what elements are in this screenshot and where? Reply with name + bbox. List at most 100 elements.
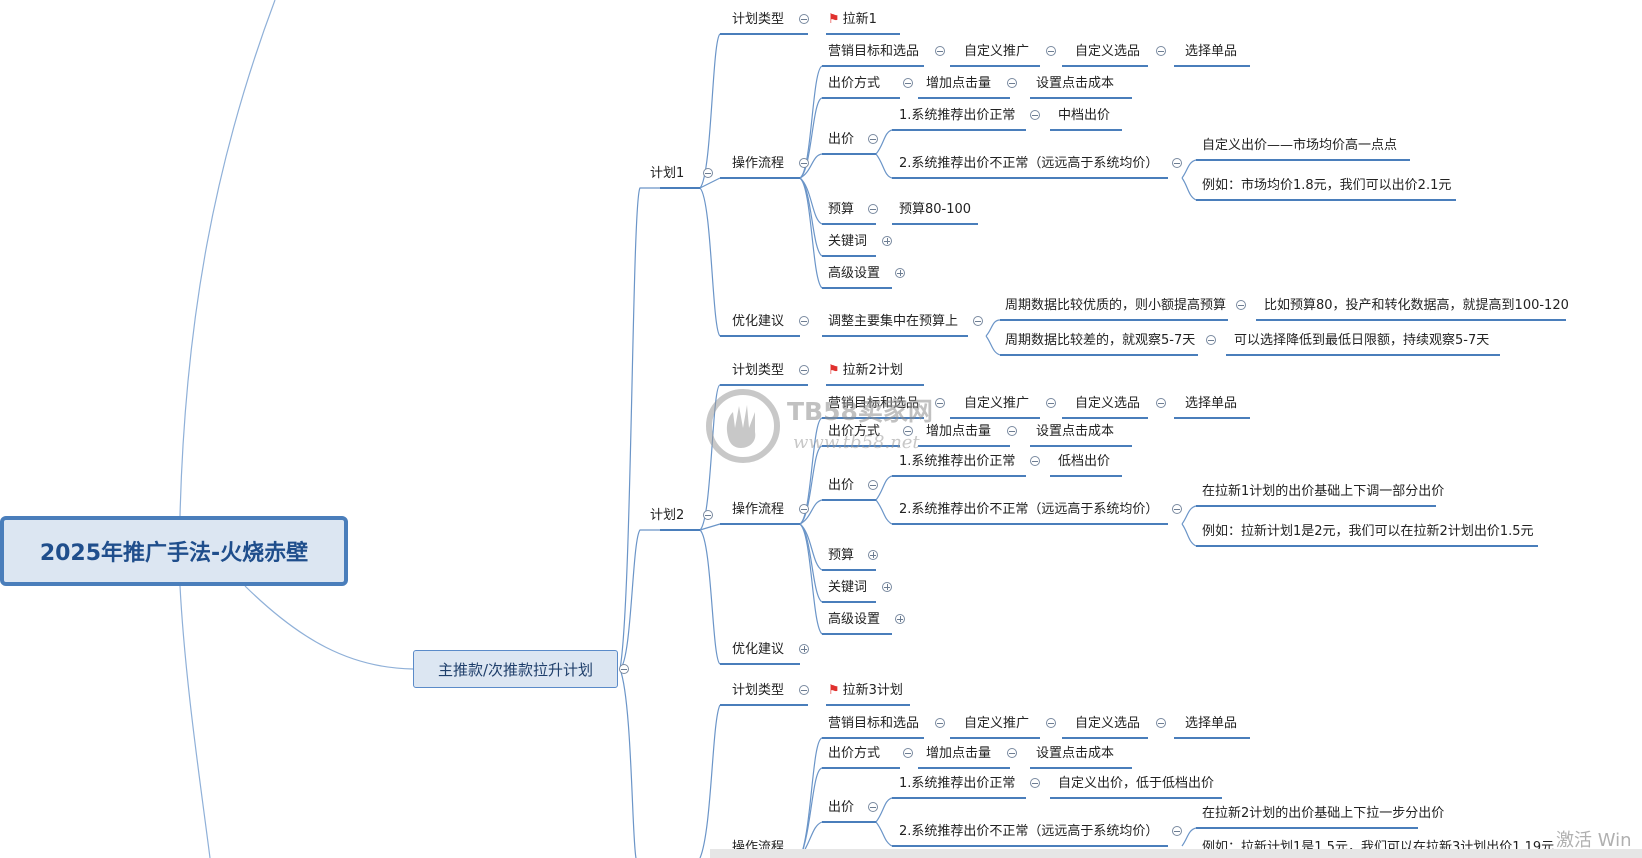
root-topic[interactable]: 2025年推广手法-火烧赤壁 [0, 516, 348, 586]
plan1-abnormal-bid[interactable]: 2.系统推荐出价不正常（远远高于系统均价） [899, 156, 1159, 171]
collapse-toggle-icon[interactable] [799, 316, 809, 326]
plan2-abnormal-bid[interactable]: 2.系统推荐出价不正常（远远高于系统均价） [899, 502, 1159, 517]
plan1-topic[interactable]: 计划1 [650, 166, 685, 181]
plan2-advanced-topic[interactable]: 高级设置 [828, 612, 881, 627]
expand-toggle-icon[interactable] [895, 268, 905, 278]
collapse-toggle-icon[interactable] [868, 204, 878, 214]
plan1-bid-click[interactable]: 增加点击量 [926, 76, 992, 91]
plan1-keyword-topic[interactable]: 关键词 [828, 234, 868, 249]
collapse-toggle-icon[interactable] [1236, 300, 1246, 310]
plan3-set-click-cost[interactable]: 设置点击成本 [1036, 746, 1115, 761]
collapse-toggle-icon[interactable] [1172, 826, 1182, 836]
plan1-type-topic[interactable]: 计划类型 [732, 12, 785, 27]
plan1-type-value[interactable]: ⚑拉新1 [826, 12, 879, 28]
collapse-toggle-icon[interactable] [1007, 748, 1017, 758]
collapse-toggle-icon[interactable] [903, 426, 913, 436]
plan2-set-click-cost[interactable]: 设置点击成本 [1036, 424, 1115, 439]
collapse-toggle-icon[interactable] [1156, 398, 1166, 408]
expand-toggle-icon[interactable] [868, 550, 878, 560]
plan2-budget-topic[interactable]: 预算 [828, 548, 855, 563]
plan2-marketing-topic[interactable]: 营销目标和选品 [828, 396, 920, 411]
plan3-custom-promo[interactable]: 自定义推广 [964, 716, 1030, 731]
collapse-toggle-icon[interactable] [1030, 778, 1040, 788]
collapse-toggle-icon[interactable] [703, 168, 713, 178]
plan2-custom-pick[interactable]: 自定义选品 [1075, 396, 1141, 411]
plan1-set-click-cost[interactable]: 设置点击成本 [1036, 76, 1115, 91]
collapse-toggle-icon[interactable] [935, 718, 945, 728]
collapse-toggle-icon[interactable] [799, 504, 809, 514]
collapse-toggle-icon[interactable] [868, 480, 878, 490]
plan1-bad-data[interactable]: 周期数据比较差的，就观察5-7天 [1005, 333, 1196, 348]
plan2-abnormal-bid-a[interactable]: 在拉新1计划的出价基础上下调一部分出价 [1202, 484, 1445, 499]
collapse-toggle-icon[interactable] [903, 748, 913, 758]
plan2-topic[interactable]: 计划2 [650, 508, 685, 523]
plan1-bid-method-topic[interactable]: 出价方式 [828, 76, 881, 91]
plan1-abnormal-bid-a[interactable]: 自定义出价——市场均价高一点点 [1202, 138, 1398, 153]
plan1-marketing-topic[interactable]: 营销目标和选品 [828, 44, 920, 59]
plan2-normal-bid[interactable]: 1.系统推荐出价正常 [899, 454, 1016, 469]
collapse-toggle-icon[interactable] [1046, 46, 1056, 56]
collapse-toggle-icon[interactable] [1046, 398, 1056, 408]
plan2-abnormal-bid-b[interactable]: 例如：拉新计划1是2元，我们可以在拉新2计划出价1.5元 [1202, 524, 1534, 539]
plan1-custom-promo[interactable]: 自定义推广 [964, 44, 1030, 59]
plan1-good-data[interactable]: 周期数据比较优质的，则小额提高预算 [1005, 298, 1227, 313]
plan3-custom-pick[interactable]: 自定义选品 [1075, 716, 1141, 731]
expand-toggle-icon[interactable] [882, 236, 892, 246]
collapse-toggle-icon[interactable] [868, 134, 878, 144]
collapse-toggle-icon[interactable] [935, 46, 945, 56]
collapse-toggle-icon[interactable] [1030, 456, 1040, 466]
collapse-toggle-icon[interactable] [903, 78, 913, 88]
main-branch-topic[interactable]: 主推款/次推款拉升计划 [413, 650, 618, 688]
plan2-normal-bid-value[interactable]: 低档出价 [1058, 454, 1111, 469]
plan3-normal-bid[interactable]: 1.系统推荐出价正常 [899, 776, 1016, 791]
expand-toggle-icon[interactable] [882, 582, 892, 592]
plan1-optimize-main[interactable]: 调整主要集中在预算上 [828, 314, 959, 329]
plan1-advanced-topic[interactable]: 高级设置 [828, 266, 881, 281]
collapse-toggle-icon[interactable] [1172, 504, 1182, 514]
plan1-good-data-example[interactable]: 比如预算80，投产和转化数据高，就提高到100-120 [1264, 298, 1569, 313]
plan1-custom-pick[interactable]: 自定义选品 [1075, 44, 1141, 59]
collapse-toggle-icon[interactable] [799, 158, 809, 168]
collapse-toggle-icon[interactable] [1030, 110, 1040, 120]
collapse-toggle-icon[interactable] [1007, 78, 1017, 88]
plan1-optimize-topic[interactable]: 优化建议 [732, 314, 785, 329]
plan3-single-pick[interactable]: 选择单品 [1185, 716, 1238, 731]
collapse-toggle-icon[interactable] [973, 316, 983, 326]
plan2-bid-method-topic[interactable]: 出价方式 [828, 424, 881, 439]
plan1-bad-data-action[interactable]: 可以选择降低到最低日限额，持续观察5-7天 [1234, 333, 1490, 348]
plan2-flow-topic[interactable]: 操作流程 [732, 502, 785, 517]
expand-toggle-icon[interactable] [895, 614, 905, 624]
plan2-bid-click[interactable]: 增加点击量 [926, 424, 992, 439]
collapse-toggle-icon[interactable] [1046, 718, 1056, 728]
collapse-toggle-icon[interactable] [1206, 335, 1216, 345]
expand-toggle-icon[interactable] [799, 644, 809, 654]
plan3-bid-click[interactable]: 增加点击量 [926, 746, 992, 761]
plan2-single-pick[interactable]: 选择单品 [1185, 396, 1238, 411]
collapse-toggle-icon[interactable] [1156, 718, 1166, 728]
collapse-toggle-icon[interactable] [799, 685, 809, 695]
plan3-abnormal-bid[interactable]: 2.系统推荐出价不正常（远远高于系统均价） [899, 824, 1159, 839]
plan1-normal-bid[interactable]: 1.系统推荐出价正常 [899, 108, 1016, 123]
plan3-bid-method-topic[interactable]: 出价方式 [828, 746, 881, 761]
plan2-type-value[interactable]: ⚑拉新2计划 [826, 363, 905, 379]
plan1-flow-topic[interactable]: 操作流程 [732, 156, 785, 171]
collapse-toggle-icon[interactable] [935, 398, 945, 408]
plan3-type-topic[interactable]: 计划类型 [732, 683, 785, 698]
collapse-toggle-icon[interactable] [1007, 426, 1017, 436]
collapse-toggle-icon[interactable] [703, 510, 713, 520]
plan1-budget-value[interactable]: 预算80-100 [899, 202, 972, 217]
plan2-custom-promo[interactable]: 自定义推广 [964, 396, 1030, 411]
plan3-marketing-topic[interactable]: 营销目标和选品 [828, 716, 920, 731]
collapse-toggle-icon[interactable] [1156, 46, 1166, 56]
plan3-bid-topic[interactable]: 出价 [828, 800, 855, 815]
plan1-budget-topic[interactable]: 预算 [828, 202, 855, 217]
plan2-bid-topic[interactable]: 出价 [828, 478, 855, 493]
plan3-type-value[interactable]: ⚑拉新3计划 [826, 683, 905, 699]
plan2-optimize-topic[interactable]: 优化建议 [732, 642, 785, 657]
plan1-single-pick[interactable]: 选择单品 [1185, 44, 1238, 59]
plan3-abnormal-bid-a[interactable]: 在拉新2计划的出价基础上下拉一步分出价 [1202, 806, 1445, 821]
horizontal-scrollbar[interactable] [710, 849, 1642, 858]
plan1-normal-bid-value[interactable]: 中档出价 [1058, 108, 1111, 123]
plan2-keyword-topic[interactable]: 关键词 [828, 580, 868, 595]
collapse-toggle-icon[interactable] [619, 664, 629, 674]
